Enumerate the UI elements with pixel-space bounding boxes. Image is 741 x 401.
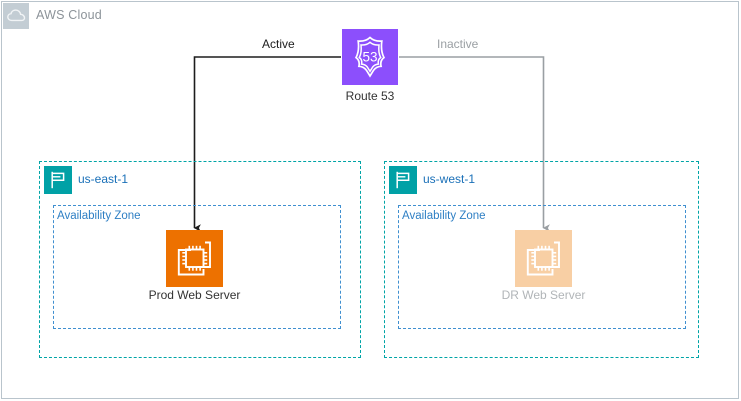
ec2-instance-icon bbox=[166, 230, 223, 287]
route53-icon-tile: 53 bbox=[342, 29, 398, 85]
region-us-west-1: us-west-1 Availability Zone bbox=[384, 161, 699, 358]
ec2-instance-icon bbox=[515, 230, 572, 287]
edge-label-inactive: Inactive bbox=[437, 37, 479, 51]
node-prod-web-server[interactable]: Prod Web Server bbox=[149, 230, 240, 305]
availability-zone-label-us-west-1: Availability Zone bbox=[402, 210, 486, 222]
aws-cloud-header bbox=[3, 3, 29, 29]
node-label-dr-web-server: DR Web Server bbox=[501, 288, 586, 302]
region-flag-icon bbox=[51, 171, 65, 189]
region-header-us-east-1 bbox=[44, 166, 72, 194]
cloud-icon bbox=[7, 9, 26, 22]
route53-shield-icon: 53 bbox=[354, 36, 386, 78]
region-header-us-west-1 bbox=[389, 166, 417, 194]
edge-label-active: Active bbox=[262, 37, 295, 51]
node-dr-web-server[interactable]: DR Web Server bbox=[502, 230, 585, 305]
availability-zone-us-west-1: Availability Zone bbox=[398, 205, 686, 329]
region-label-us-west-1: us-west-1 bbox=[423, 172, 476, 186]
region-flag-icon bbox=[396, 171, 410, 189]
availability-zone-label-us-east-1: Availability Zone bbox=[57, 210, 141, 222]
region-label-us-east-1: us-east-1 bbox=[78, 172, 129, 186]
region-us-east-1: us-east-1 Availability Zone bbox=[39, 161, 361, 358]
route53-badge-text: 53 bbox=[362, 50, 377, 65]
node-label-route-53: Route 53 bbox=[345, 89, 395, 103]
node-route-53[interactable]: 53 Route 53 bbox=[342, 29, 398, 103]
node-label-prod-web-server: Prod Web Server bbox=[148, 288, 241, 302]
aws-cloud-label: AWS Cloud bbox=[36, 8, 102, 22]
availability-zone-us-east-1: Availability Zone bbox=[53, 205, 341, 329]
